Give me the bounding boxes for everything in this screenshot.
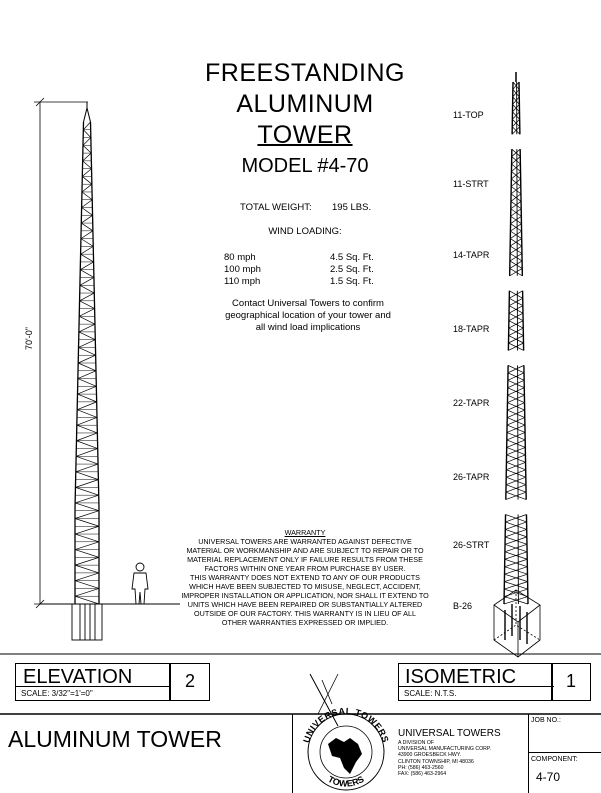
wind-speed: 100 mph xyxy=(224,264,261,275)
isometric-title: ISOMETRIC xyxy=(405,666,517,688)
svg-text:TOWERS: TOWERS xyxy=(326,774,365,789)
elevation-view-number: 2 xyxy=(170,663,210,701)
contact-line: all wind load implications xyxy=(255,322,361,333)
segment-label: 11-TOP xyxy=(453,110,484,120)
wind-speed: 110 mph xyxy=(224,276,261,287)
title-block: FREESTANDING ALUMINUM TOWER MODEL #4-70 xyxy=(150,58,460,179)
segment-label: 26-TAPR xyxy=(453,472,490,482)
warranty-line: THIS WARRANTY DOES NOT EXTEND TO ANY OF … xyxy=(190,573,420,582)
weight-label: TOTAL WEIGHT: xyxy=(240,202,312,213)
warranty-line: UNIVERSAL TOWERS ARE WARRANTED AGAINST D… xyxy=(198,537,412,546)
warranty-heading: WARRANTY xyxy=(284,528,326,537)
address-line: CLINTON TOWNSHIP, MI 48036 xyxy=(398,758,474,765)
isometric-scale: SCALE: N.T.S. xyxy=(404,689,457,698)
drawing-title: ALUMINUM TOWER xyxy=(8,726,222,752)
universal-towers-logo: UNIVERSAL TOWERS TOWERS xyxy=(301,673,391,791)
elevation-scale: SCALE: 3/32"=1'=0" xyxy=(21,689,93,698)
title-block-strip: ALUMINUM TOWER UNIVERSAL TOWERS A DIVISI… xyxy=(0,714,601,793)
height-dimension-label: 70'-0" xyxy=(24,327,34,350)
wind-area: 4.5 Sq. Ft. xyxy=(330,252,374,263)
isometric-base xyxy=(493,589,541,658)
warranty-block: WARRANTY UNIVERSAL TOWERS ARE WARRANTED … xyxy=(160,528,450,627)
address-line: PH: (586) 463-2560 xyxy=(398,764,444,771)
wind-area: 1.5 Sq. Ft. xyxy=(330,276,374,287)
isometric-view-number: 1 xyxy=(551,663,591,701)
svg-text:UNIVERSAL TOWERS: UNIVERSAL TOWERS xyxy=(301,706,391,744)
segment-label: 14-TAPR xyxy=(453,250,490,260)
contact-note: Contact Universal Towers to confirm geog… xyxy=(190,298,426,334)
warranty-line: OTHER WARRANTIES EXPRESSED OR IMPLIED. xyxy=(221,618,389,627)
segment-label: B-26 xyxy=(453,601,473,611)
warranty-line: MATERIAL OR WORKMANSHIP AND ARE SUBJECT … xyxy=(186,546,424,555)
company-name: UNIVERSAL TOWERS xyxy=(398,728,501,739)
tower-foundation xyxy=(71,603,103,641)
tower-isometric xyxy=(503,72,529,605)
segment-label: 18-TAPR xyxy=(453,324,490,334)
elevation-view-title: ELEVATION SCALE: 3/32"=1'=0" xyxy=(15,663,171,701)
segment-label: 26-STRT xyxy=(453,540,490,550)
model-number: MODEL #4-70 xyxy=(241,155,369,177)
component-label: COMPONENT: xyxy=(531,756,578,763)
title-line-2: ALUMINUM xyxy=(236,90,374,118)
warranty-line: FACTORS WITHIN ONE YEAR FROM PURCHASE BY… xyxy=(204,564,406,573)
wind-speeds: 80 mph 100 mph 110 mph xyxy=(224,252,261,288)
weight-value: 195 LBS. xyxy=(332,202,372,213)
title-line-1: FREESTANDING xyxy=(205,59,405,87)
person-figure-icon xyxy=(131,562,149,605)
contact-line: geographical location of your tower and xyxy=(225,310,391,321)
address-line: UNIVERSAL MANUFACTURING CORP. xyxy=(398,746,492,753)
warranty-line: MATERIAL REPLACEMENT ONLY IF FAILURE RES… xyxy=(187,555,423,564)
warranty-line: IMPROPER INSTALLATION OR APPLICATION, NO… xyxy=(181,591,429,600)
dimension-line xyxy=(34,97,88,609)
title-line-3: TOWER xyxy=(257,121,353,149)
job-no-label: JOB NO.: xyxy=(531,717,561,724)
logo-text-top: UNIVERSAL TOWERS xyxy=(301,706,390,744)
segment-label: 22-TAPR xyxy=(453,398,490,408)
sheet-frame xyxy=(0,653,601,715)
company-address: A DIVISION OF UNIVERSAL MANUFACTURING CO… xyxy=(398,740,491,777)
address-line: 43900 GROESBECK HWY. xyxy=(398,752,462,759)
address-line: A DIVISION OF xyxy=(398,740,435,746)
warranty-line: OUTSIDE OF OUR FACTORY. THIS WARRANTY IS… xyxy=(194,609,416,618)
wind-speed: 80 mph xyxy=(224,252,256,263)
warranty-line: WHICH HAVE BEEN SUBJECTED TO MISUSE, NEG… xyxy=(189,582,421,591)
wind-area: 2.5 Sq. Ft. xyxy=(330,264,374,275)
address-line: FAX: (586) 463-2964 xyxy=(398,771,447,778)
isometric-view-title: ISOMETRIC SCALE: N.T.S. xyxy=(398,663,554,701)
wind-areas: 4.5 Sq. Ft. 2.5 Sq. Ft. 1.5 Sq. Ft. xyxy=(330,252,374,288)
tower-elevation xyxy=(74,102,100,605)
logo-text-bottom: TOWERS xyxy=(326,774,365,789)
warranty-line: UNITS WHICH HAVE BEEN REPAIRED OR SUBSTA… xyxy=(187,600,423,609)
wind-loading-heading: WIND LOADING: xyxy=(268,226,342,237)
contact-line: Contact Universal Towers to confirm xyxy=(232,298,384,309)
elevation-title: ELEVATION xyxy=(23,666,133,688)
segment-label: 11-STRT xyxy=(453,179,489,189)
component-value: 4-70 xyxy=(536,770,561,784)
